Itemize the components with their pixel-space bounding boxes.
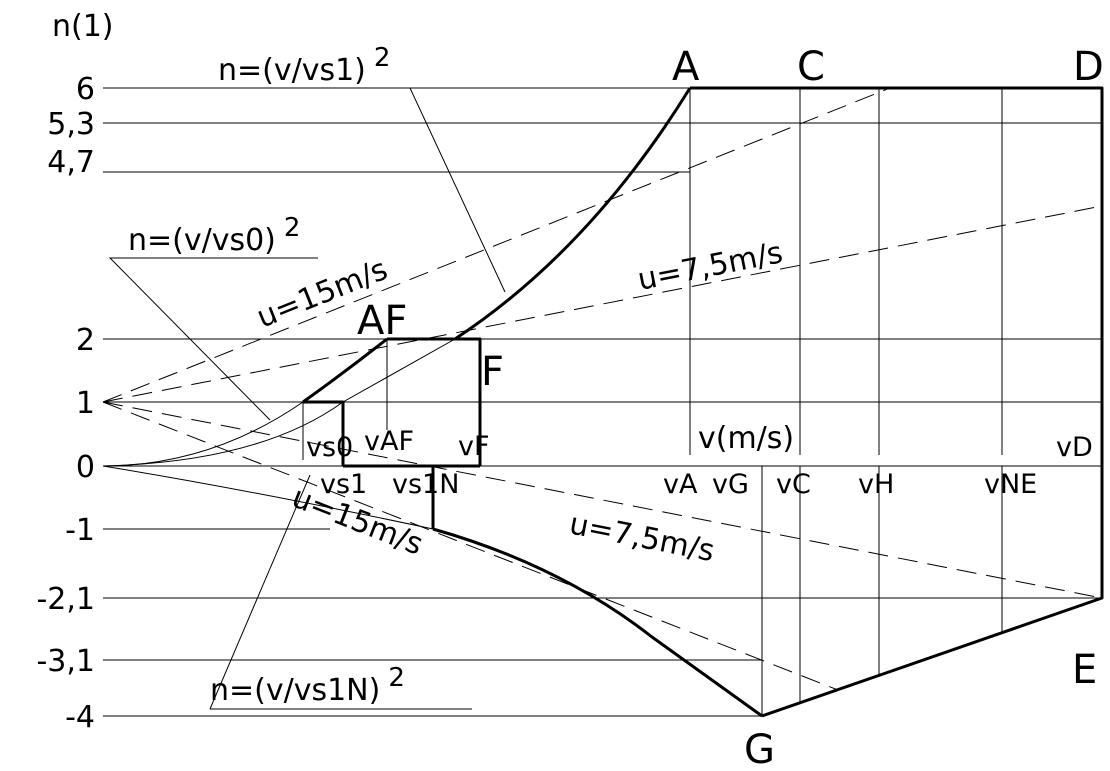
flight-envelope (343, 86, 1104, 718)
point-G: G (744, 727, 775, 771)
positive-stall-curve (454, 87, 692, 341)
speed-label-vAF: vAF (364, 426, 414, 457)
point-labels: A C D E G F AF (357, 44, 1104, 771)
horizontal-gridlines (103, 87, 1102, 717)
y-tick-2: 2 (76, 323, 95, 358)
y-axis-label: n(1) (52, 9, 114, 44)
speed-label-vC: vC (776, 469, 811, 500)
gust-line-pos-7-5 (102, 205, 1103, 403)
y-tick-labels: 6 5,3 4,7 2 1 0 -1 -2,1 -3,1 -4 (36, 72, 95, 735)
y-tick-5-3: 5,3 (47, 107, 95, 142)
y-tick-minus-3-1: -3,1 (36, 644, 95, 679)
point-A: A (672, 44, 700, 90)
formula-vs1N: n=(v/vs1N)2 (210, 663, 405, 708)
stall-curve-vs1N-extension (102, 465, 434, 530)
speed-label-vs1N: vs1N (392, 469, 459, 500)
envelope-top-right (690, 86, 1104, 718)
negative-stall-curve (432, 527, 763, 718)
point-E: E (1072, 647, 1097, 693)
formula-labels: n=(v/vs1)2 n=(v/vs0)2 n=(v/vs1N)2 (128, 43, 405, 708)
y-tick-minus-1: -1 (65, 513, 95, 548)
formula-vs1: n=(v/vs1)2 (218, 43, 390, 88)
point-C: C (797, 44, 825, 90)
y-tick-0: 0 (76, 450, 95, 485)
flap-top-line (387, 337, 482, 466)
y-tick-minus-4: -4 (65, 700, 95, 735)
speed-label-vG: vG (712, 469, 749, 500)
gust-line-neg-15 (102, 401, 839, 691)
stall-curves (102, 338, 456, 530)
y-tick-4-7: 4,7 (47, 145, 95, 180)
speed-label-vA: vA (663, 469, 698, 500)
gust-line-neg-7-5 (102, 401, 1103, 599)
speed-labels: vs0 vAF vF vs1 vs1N vA vG vC vH vNE vD (306, 426, 1093, 500)
gust-lines (102, 87, 1103, 691)
point-D: D (1073, 44, 1104, 90)
y-tick-6: 6 (76, 72, 95, 107)
speed-label-vH: vH (858, 469, 894, 500)
gust-label-neg-7-5: u=7,5m/s (566, 507, 717, 570)
x-axis-label: v(m/s) (698, 421, 794, 456)
flap-envelope-line (303, 400, 345, 466)
y-tick-1: 1 (76, 386, 95, 421)
speed-label-vs0: vs0 (306, 432, 353, 463)
point-F: F (481, 349, 504, 395)
formula-leaders (108, 87, 506, 710)
flap-envelope (302, 337, 482, 466)
speed-label-vNE: vNE (984, 469, 1037, 500)
gust-line-pos-15 (102, 87, 891, 403)
point-AF: AF (357, 298, 407, 344)
flap-stall-curve (302, 337, 388, 404)
speed-label-vs1: vs1 (320, 469, 367, 500)
vertical-gridlines (302, 88, 1003, 716)
speed-label-vD: vD (1056, 432, 1093, 463)
speed-label-vF: vF (458, 431, 490, 462)
stall-curve-vs1 (102, 338, 456, 467)
gust-label-pos-7-5: u=7,5m/s (635, 235, 786, 298)
y-tick-minus-2-1: -2,1 (36, 582, 95, 617)
formula-vs0: n=(v/vs0)2 (128, 213, 300, 258)
